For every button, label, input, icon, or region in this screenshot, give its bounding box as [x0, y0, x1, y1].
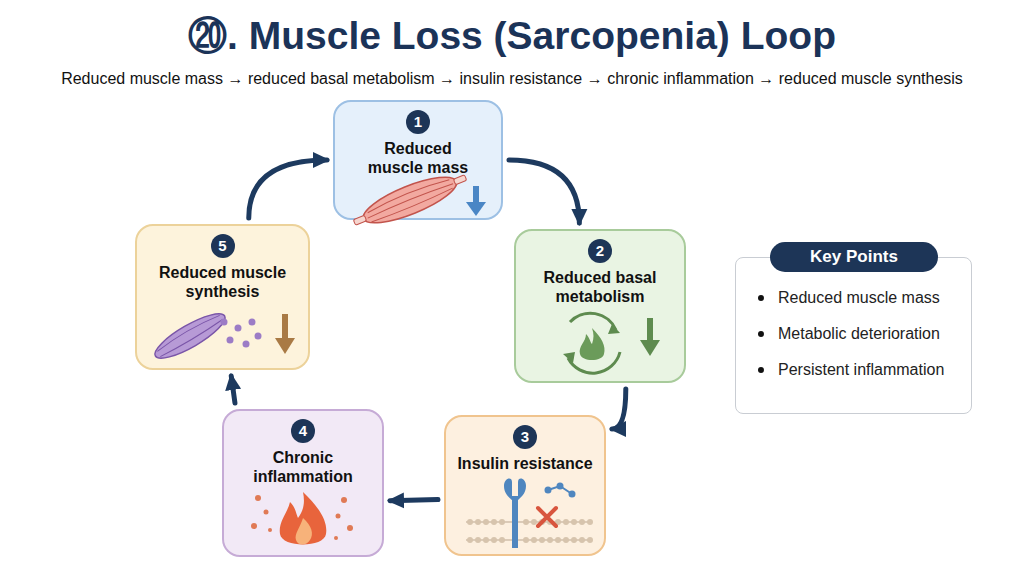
cycle-arrow	[249, 160, 327, 218]
process-box: 2Reduced basal metabolism	[514, 229, 686, 383]
bullet-text: Persistent inflammation	[778, 360, 950, 380]
callout-number: 2	[588, 239, 612, 263]
callout-number: 4	[291, 419, 315, 443]
cycle-arrow	[390, 500, 438, 501]
box-label: Insulin resistance	[446, 454, 604, 473]
muscle-icon	[349, 165, 471, 236]
bullet-dot	[758, 331, 764, 337]
box-label: Chronic inflammation	[224, 448, 382, 486]
process-box: 5Reduced muscle synthesis	[135, 224, 310, 370]
bullet-dot	[758, 367, 764, 373]
process-box: 4Chronic inflammation	[222, 409, 384, 557]
process-box: 3Insulin resistance	[444, 415, 606, 556]
bullet-text: Reduced muscle mass	[778, 288, 950, 308]
down-arrow	[466, 186, 486, 216]
key-points-heading: Key Points	[770, 242, 938, 272]
callout-number: 1	[406, 110, 430, 134]
down-arrow	[275, 314, 295, 354]
cycle-arrow	[612, 389, 626, 429]
key-points-box: Key PointsReduced muscle massMetabolic d…	[735, 257, 972, 414]
cycle-arrow	[231, 376, 235, 403]
subtitle: Reduced muscle mass → reduced basal meta…	[0, 69, 1024, 89]
process-box: 1Reduced muscle mass	[333, 100, 503, 220]
cycle-arrow	[509, 160, 579, 223]
box-label: Reduced muscle mass	[335, 139, 501, 177]
metabolism-icon	[563, 313, 620, 373]
bullet-text: Metabolic deterioration	[778, 324, 950, 344]
box-label: Reduced muscle synthesis	[137, 263, 308, 301]
title: ⑳. Muscle Loss (Sarcopenia) Loop	[0, 12, 1024, 60]
synthesis-icon	[150, 306, 262, 365]
callout-number: 3	[513, 425, 537, 449]
inflammation-icon	[251, 492, 353, 545]
box-label: Reduced basal metabolism	[516, 268, 684, 306]
down-arrow	[640, 318, 660, 356]
bullet-dot	[758, 295, 764, 301]
callout-number: 5	[211, 234, 235, 258]
insulin-receptor-icon	[466, 479, 593, 548]
